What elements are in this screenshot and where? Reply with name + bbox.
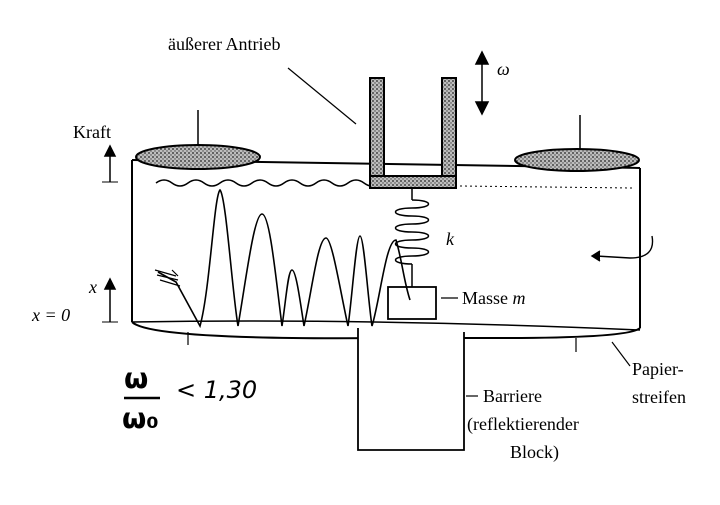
paper-leader-line <box>611 341 631 367</box>
omega-arrow <box>474 50 490 116</box>
left-roller <box>135 110 261 170</box>
external-drive-yoke <box>369 77 457 189</box>
recorded-trace <box>157 188 411 329</box>
hand-denominator: ω₀ <box>122 402 159 435</box>
barrier-label-line3: Block) <box>510 442 559 463</box>
dotted-reference-line <box>459 185 633 189</box>
handwritten-ratio: ω ω₀ < 1,30 <box>122 362 257 435</box>
drive-label: äußerer Antrieb <box>168 34 280 54</box>
paper-label-line2: streifen <box>632 387 686 407</box>
mass-label: Masse m <box>462 288 526 308</box>
drive-leader-line <box>287 67 357 125</box>
rotation-arrow <box>590 235 654 262</box>
force-label: Kraft <box>73 122 111 142</box>
right-roller <box>514 115 640 172</box>
barrier-block <box>357 328 465 451</box>
tank-bottom-curve <box>131 320 641 331</box>
barrier-label-line2: (reflektierender <box>467 414 579 435</box>
omega-label: ω <box>497 59 510 79</box>
x-axis-arrow <box>102 277 118 323</box>
hand-numerator: ω <box>124 362 148 395</box>
paper-label-line1: Papier- <box>632 359 684 379</box>
x-axis-label: x <box>88 277 97 297</box>
barrier-label-line1: Barriere <box>483 386 542 406</box>
mass-prefix: Masse <box>462 288 513 308</box>
x-zero-label: x = 0 <box>31 305 70 325</box>
mass-symbol: m <box>513 288 526 308</box>
spring-k-label: k <box>446 229 455 249</box>
spring <box>394 188 430 288</box>
force-arrow <box>102 144 118 183</box>
drive-wave-line <box>155 179 379 187</box>
trace-start-scribble <box>154 269 181 287</box>
mass-block <box>387 286 437 320</box>
hand-relation: < 1,30 <box>176 376 257 404</box>
